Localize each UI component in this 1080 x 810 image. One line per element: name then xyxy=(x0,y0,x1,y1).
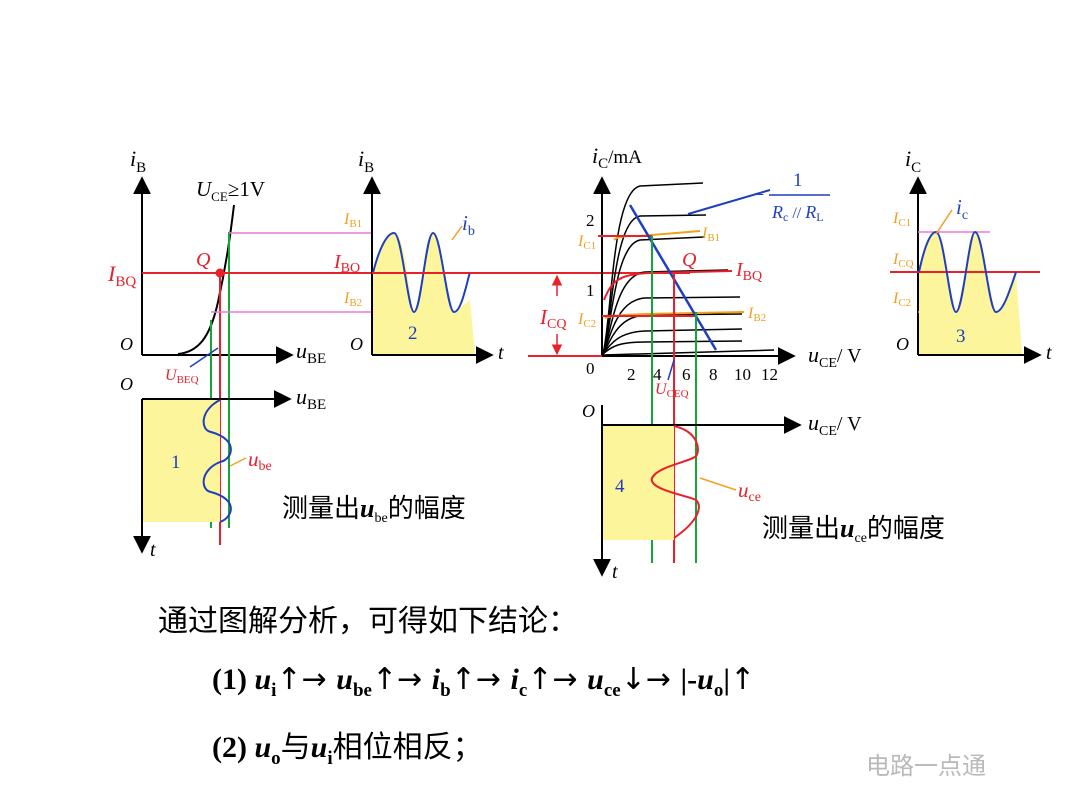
g3-lower-x-label: uCE/ V xyxy=(808,410,862,439)
g3-slope-leader xyxy=(687,189,771,215)
g3-slope-numerator: 1 xyxy=(793,170,803,191)
g3-uceq-label: UCEQ xyxy=(655,381,689,400)
g4-ic-leader xyxy=(935,209,953,235)
g1-ube-wave xyxy=(202,399,232,523)
g4-ic-wave xyxy=(918,230,1017,314)
g4-region-number: 3 xyxy=(956,326,966,347)
g4-ic1-label: IC1 xyxy=(892,210,911,229)
g1-origin: O xyxy=(120,334,133,354)
output-characteristic-graph: iC/mA uCE/ V 0 1 2 2 4 6 8 10 12 xyxy=(528,143,862,583)
g4-x-label: t xyxy=(1046,342,1052,364)
g1-x-label: uBE xyxy=(296,338,326,367)
conclusion-intro: 通过图解分析，可得如下结论： xyxy=(158,604,578,639)
g3-slope-minus: − xyxy=(753,184,764,206)
g2-y-label: iB xyxy=(358,146,374,176)
g1-lower-t-label: t xyxy=(150,539,156,561)
g1-y-label: iB xyxy=(130,146,146,176)
g1-ube-leader xyxy=(229,457,247,467)
g1-lower-origin: O xyxy=(120,374,133,394)
watermark: 电路一点通 xyxy=(866,752,986,780)
g3-ic1-label: IC1 xyxy=(577,233,596,252)
g3-uce-label: uce xyxy=(738,478,761,505)
g3-lower-t-label: t xyxy=(612,561,618,583)
ic-waveform-graph: iC t O IC1 ICQ IC2 ic 3 xyxy=(890,146,1052,364)
g3-ibq-curve xyxy=(603,270,733,301)
measure-ube-label: 测量出ube的幅度 xyxy=(282,494,466,526)
g3-ic2-label: IC2 xyxy=(577,311,596,330)
g3-xtick-12: 12 xyxy=(761,365,778,384)
g3-icq-label: ICQ xyxy=(539,305,566,332)
g3-q-label: Q xyxy=(682,249,697,271)
g3-uce-wave xyxy=(650,425,700,539)
g4-y-label: iC xyxy=(905,146,921,176)
input-characteristic-graph: iB uBE O UCE≥1V IBQ Q UBEQ O uBE t 1 ube xyxy=(107,146,373,561)
g3-y-label: iC/mA xyxy=(592,143,642,172)
g1-uce-label: UCE≥1V xyxy=(196,177,265,204)
g1-ube-label: ube xyxy=(248,447,272,474)
g3-xtick-2: 2 xyxy=(627,365,636,384)
g3-origin: 0 xyxy=(586,359,595,378)
g2-origin: O xyxy=(350,334,363,354)
conclusion-line-2: (2) uo与ui相位相反； xyxy=(212,730,483,769)
g2-ib-leader xyxy=(451,225,463,241)
g3-ytick-2: 2 xyxy=(586,211,595,230)
conclusion-line-1: (1) ui↑→ ube↑→ ib↑→ ic↑→ uce↓→ |-uo|↑ xyxy=(212,662,756,701)
g3-slope-denominator: Rc // RL xyxy=(771,202,824,224)
g3-region-number: 4 xyxy=(615,476,625,497)
g4-ic-label: ic xyxy=(956,195,968,223)
g2-ibq-label: IBQ xyxy=(333,251,360,276)
g1-lower-x-label: uBE xyxy=(296,384,326,413)
g3-xtick-6: 6 xyxy=(682,365,691,384)
g2-x-label: t xyxy=(498,342,504,364)
g2-region-number: 2 xyxy=(408,323,418,344)
g1-ibq-label: IBQ xyxy=(107,261,136,290)
g4-origin: O xyxy=(896,334,909,354)
g1-input-curve xyxy=(177,204,235,355)
g4-ic2-label: IC2 xyxy=(892,290,911,309)
measure-uce-label: 测量出uce的幅度 xyxy=(762,514,945,546)
g4-icq-label: ICQ xyxy=(892,251,914,270)
g3-x-label: uCE/ V xyxy=(808,342,862,371)
g2-ib-label: ib xyxy=(462,211,475,239)
g3-ibq-label: IBQ xyxy=(735,259,762,284)
g3-region-fill xyxy=(603,426,674,540)
g3-ib2-label: IB2 xyxy=(747,305,766,324)
g1-region-number: 1 xyxy=(171,452,181,473)
g1-ubeq-leader xyxy=(189,347,219,368)
g3-xtick-10: 10 xyxy=(734,365,751,384)
g1-q-label: Q xyxy=(196,249,211,271)
g3-xtick-4: 4 xyxy=(653,365,662,384)
g3-lower-origin: O xyxy=(582,401,595,421)
g2-ib1-label: IB1 xyxy=(343,211,362,230)
ib-waveform-graph: iB t O IB1 IB2 IBQ ib 2 xyxy=(333,146,504,364)
g1-region-fill xyxy=(143,400,220,522)
g3-xtick-8: 8 xyxy=(709,365,718,384)
g2-ib2-label: IB2 xyxy=(343,290,362,309)
g3-ytick-1: 1 xyxy=(586,281,595,300)
g3-uce-leader xyxy=(699,477,737,491)
g4-region-fill xyxy=(919,232,1022,354)
g3-uceq-leader xyxy=(667,359,675,381)
g1-ubeq-label: UBEQ xyxy=(165,367,199,386)
g2-region-fill xyxy=(373,233,475,354)
g3-ib1-label: IB1 xyxy=(701,225,720,244)
